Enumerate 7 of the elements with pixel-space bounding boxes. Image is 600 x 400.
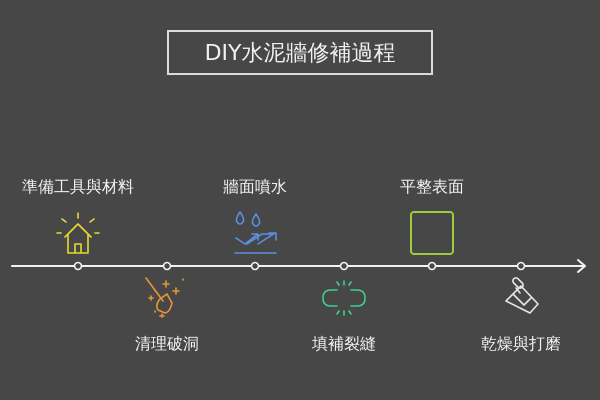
step-label: 平整表面 xyxy=(399,177,465,197)
title: DIY水泥牆修補過程 xyxy=(167,30,433,75)
step-label: 準備工具與材料 xyxy=(21,177,135,197)
step-label: 填補裂縫 xyxy=(311,334,377,354)
step-label: 牆面噴水 xyxy=(222,177,288,197)
step-label: 清理破洞 xyxy=(134,334,200,354)
step-label: 乾燥與打磨 xyxy=(480,334,562,354)
